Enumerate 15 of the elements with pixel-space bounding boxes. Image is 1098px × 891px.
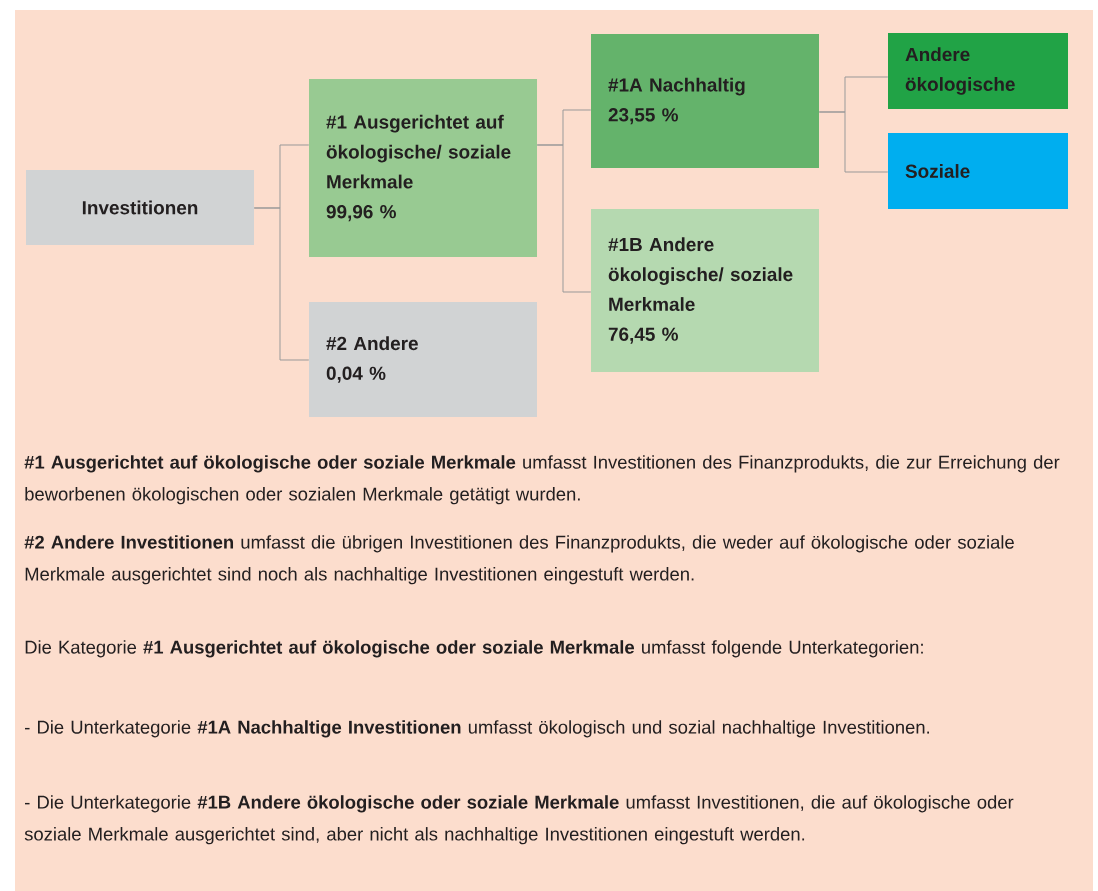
category-box: Investitionen — [26, 170, 254, 245]
note-text: #1 Ausgerichtet auf ökologische oder soziale Merkmale umfasst Investitionen des Finanzprodukts, die zur Erreichung der beworbenen ökologischen oder sozialen Merkmale getätigt wurden. — [24, 455, 1060, 505]
category-box: #1B Andere ökologische/ soziale Merkmale 76,45 % — [591, 209, 819, 372]
note-text: Die Kategorie #1 Ausgerichtet auf ökologische oder soziale Merkmale umfasst folgende Unterkategorien: — [25, 640, 923, 658]
note-text: - Die Unterkategorie #1A Nachhaltige Investitionen umfasst ökologisch und sozial nachhaltige Investitionen. — [25, 720, 929, 738]
note-text: #2 Andere Investitionen umfasst die übrigen Investitionen des Finanzprodukts, die weder auf ökologische oder soziale Merkmale ausgerichtet sind noch als nachhaltige Investitionen eingestuft werden. — [24, 535, 1014, 585]
category-box: #1A Nachhaltig 23,55 % — [591, 34, 819, 168]
category-box: #2 Andere 0,04 % — [309, 302, 537, 417]
connector-line — [536, 144, 592, 293]
category-box: Soziale — [888, 133, 1068, 209]
connector-line — [253, 207, 310, 361]
category-box: #1 Ausgerichtet auf ökologische/ soziale Merkmale 99,96 % — [309, 79, 537, 257]
category-box: Andere ökologische — [888, 33, 1068, 109]
connector-line — [818, 111, 889, 173]
note-text: - Die Unterkategorie #1B Andere ökologische oder soziale Merkmale umfasst Investitionen, die auf ökologische oder soziale Merkmale ausgerichtet sind, aber nicht als nachhaltige Investitionen eingestuft werden. — [24, 795, 1014, 845]
